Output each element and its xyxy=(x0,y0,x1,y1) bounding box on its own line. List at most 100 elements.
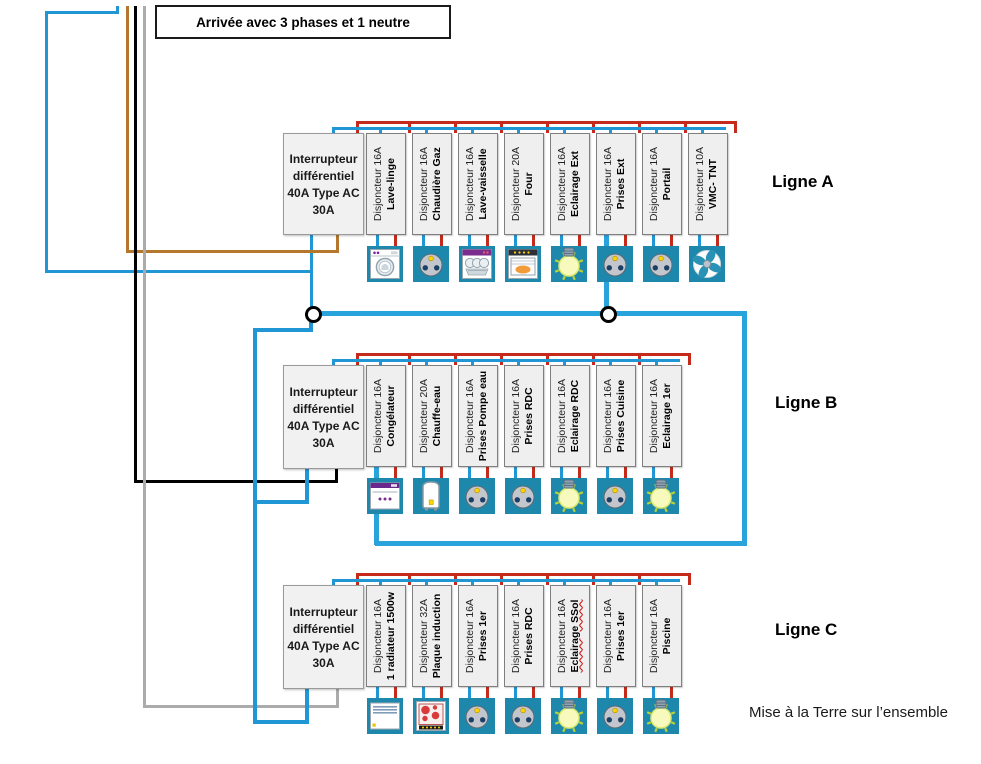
breaker-rating-label: Disjoncteur 10A xyxy=(693,146,706,222)
socket-icon xyxy=(643,246,679,282)
wire-segment xyxy=(332,127,726,130)
wire-segment xyxy=(514,685,517,698)
breaker-name-label: Eclairage SSol xyxy=(568,599,581,673)
wire-segment xyxy=(560,233,563,246)
wire-segment xyxy=(716,233,719,246)
wire-segment xyxy=(379,127,382,133)
wire-segment xyxy=(652,685,655,698)
differential-switch-line: 40A Type AC xyxy=(287,638,360,653)
fan-icon xyxy=(689,246,725,282)
bulb-icon xyxy=(551,698,587,734)
ligne-b-label: Ligne B xyxy=(775,393,838,412)
wire-segment xyxy=(563,359,566,365)
breaker-rating-label: Disjoncteur 16A xyxy=(371,598,384,674)
breaker-name-label: Chauffe-eau xyxy=(430,385,443,447)
wire-segment xyxy=(422,685,425,698)
wire-segment xyxy=(652,233,655,246)
breaker-name-label: Eclairage RDC xyxy=(568,379,581,453)
wire-segment xyxy=(609,127,612,133)
wire-segment xyxy=(425,579,428,585)
wire-segment xyxy=(394,685,397,698)
wire-segment xyxy=(143,6,146,708)
wire-segment xyxy=(394,465,397,478)
wire-segment xyxy=(652,465,655,478)
wire-segment xyxy=(45,270,313,273)
breaker-rating-label: Disjoncteur 16A xyxy=(647,598,660,674)
bulb-icon xyxy=(551,478,587,514)
wire-segment xyxy=(734,121,737,133)
wire-segment xyxy=(624,233,627,246)
breaker-name-label: Piscine xyxy=(660,617,673,655)
breaker-name-label: Prises 1er xyxy=(614,610,627,662)
breaker-name-label: Lave-linge xyxy=(384,158,397,210)
wire-segment xyxy=(440,233,443,246)
breaker-rating-label: Disjoncteur 16A xyxy=(647,146,660,222)
wire-segment xyxy=(253,328,257,724)
breaker-name-label: Prises RDC xyxy=(522,607,535,665)
differential-switch-line: différentiel xyxy=(292,168,355,183)
wire-segment xyxy=(517,127,520,133)
bulb-icon xyxy=(551,246,587,282)
wire-segment xyxy=(310,233,313,315)
dishwasher-icon xyxy=(459,246,495,282)
socket-icon xyxy=(597,478,633,514)
wire-segment xyxy=(701,127,704,133)
breaker-name-label: Eclairage Ext xyxy=(568,151,581,217)
wire-segment xyxy=(698,233,701,246)
breaker-rating-label: Disjoncteur 16A xyxy=(601,598,614,674)
wire-segment xyxy=(609,579,612,585)
wire-segment xyxy=(670,685,673,698)
ligne-a-label: Ligne A xyxy=(772,172,834,191)
breaker-name-label: Eclairage 1er xyxy=(660,383,673,449)
wire-segment xyxy=(336,687,339,707)
breaker-rating-label: Disjoncteur 16A xyxy=(601,378,614,454)
wire-segment xyxy=(440,685,443,698)
socket-icon xyxy=(505,478,541,514)
breaker-rating-label: Disjoncteur 32A xyxy=(417,598,430,674)
wire-segment xyxy=(422,233,425,246)
breaker-rating-label: Disjoncteur 16A xyxy=(371,378,384,454)
wire-segment xyxy=(609,359,612,365)
breaker-rating-label: Disjoncteur 16A xyxy=(463,146,476,222)
breaker-name-label: Portail xyxy=(660,167,673,201)
wire-segment xyxy=(253,500,309,504)
differential-switch-line: 40A Type AC xyxy=(287,418,360,433)
breaker-name-label: 1 radiateur 1500w xyxy=(384,591,397,681)
wire-segment xyxy=(143,705,339,708)
breaker-rating-label: Disjoncteur 16A xyxy=(555,378,568,454)
wire-segment xyxy=(379,579,382,585)
ligne-c-label: Ligne C xyxy=(775,620,838,639)
socket-icon xyxy=(459,478,495,514)
wire-segment xyxy=(468,465,471,478)
breaker-name-label: Prises 1er xyxy=(476,610,489,662)
wire-segment xyxy=(624,685,627,698)
wire-segment xyxy=(134,480,338,483)
radiator-icon xyxy=(367,698,403,734)
breaker-name-label: Lave-vaisselle xyxy=(476,148,489,220)
socket-icon xyxy=(505,698,541,734)
wire-segment xyxy=(742,311,747,546)
induction-hob-icon xyxy=(413,698,449,734)
differential-switch-line: 30A xyxy=(312,202,335,217)
water-heater-icon xyxy=(413,478,449,514)
wire-segment xyxy=(532,685,535,698)
wire-segment xyxy=(563,579,566,585)
wire-segment xyxy=(336,233,339,252)
wire-segment xyxy=(335,467,338,482)
wire-segment xyxy=(532,465,535,478)
breaker-name-label: Chaudière Gaz xyxy=(430,147,443,221)
ground-note: Mise à la Terre sur l’ensemble xyxy=(749,704,948,721)
wire-segment xyxy=(45,11,119,14)
